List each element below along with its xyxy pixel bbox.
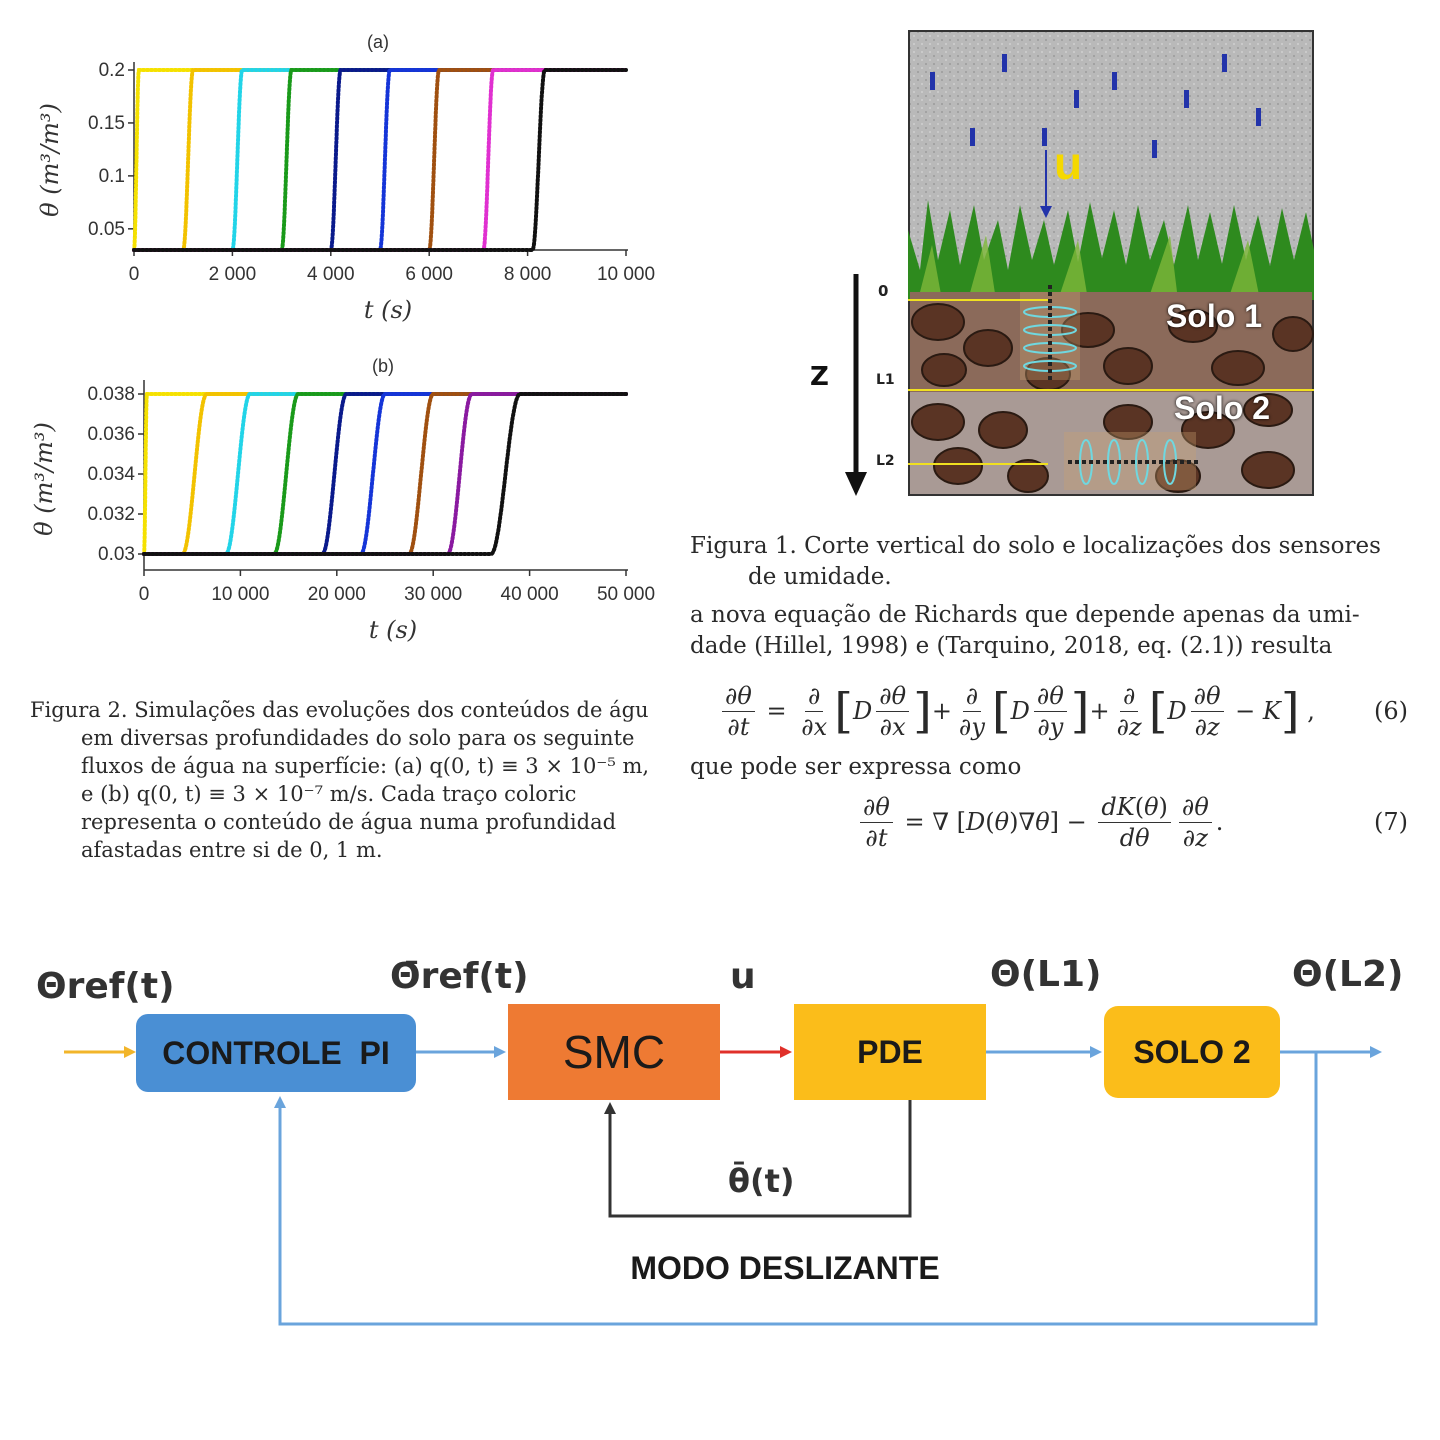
- x-tick-label: 4 000: [307, 264, 355, 285]
- caption-line: Figura 2. Simulações das evoluções dos c…: [30, 698, 649, 722]
- x-tick-label: 30 000: [404, 584, 462, 605]
- depth-arrow: [845, 274, 867, 496]
- y-tick-label: 0.038: [87, 384, 135, 405]
- y-tick-label: 0.2: [99, 60, 125, 81]
- y-tick-label: 0.05: [88, 219, 125, 240]
- y-tick-label: 0.1: [99, 166, 125, 187]
- soil-illustration-graphic: [906, 28, 1316, 498]
- chart-b: 0 10 000 20 000 30 000 40 000 50 000 0.038 0.03…: [30, 380, 655, 644]
- chart-a: 0 2 000 4 000 6 000 8 000 10 000 0.2 0.15 0.1 0.0…: [36, 60, 655, 324]
- x-tick-label: 2 000: [209, 264, 257, 285]
- x-tick-label: 6 000: [405, 264, 453, 285]
- controle-pi-block: CONTROLE PI: [136, 1014, 416, 1092]
- caption-line: de umidade.: [748, 564, 892, 590]
- caption-line: Figura 1. Corte vertical do solo e local…: [690, 533, 1381, 559]
- control-signal-label: u: [730, 956, 756, 997]
- equation-6-number: (6): [1374, 697, 1408, 725]
- solo-2-label: Solo 2: [1174, 390, 1271, 426]
- y-axis-label: θ (m³/m³): [36, 103, 64, 217]
- solo2-block: SOLO 2: [1104, 1006, 1280, 1098]
- rain-label: u: [1054, 137, 1083, 189]
- equation-7-number: (7): [1374, 808, 1408, 836]
- x-axis-label: t (s): [364, 296, 412, 324]
- x-tick-label: 0: [139, 584, 150, 605]
- series-line: [132, 68, 628, 252]
- x-tick-label: 0: [129, 264, 140, 285]
- x-tick-label: 50 000: [597, 584, 655, 605]
- x-axis-label: t (s): [369, 616, 417, 644]
- paragraph-expressa: que pode ser expressa como: [690, 754, 1022, 780]
- caption-line: representa o conteúdo de água numa profu…: [81, 810, 617, 834]
- caption-line: afastadas entre si de 0, 1 m.: [81, 838, 383, 862]
- caption-line: em diversas profundidades do solo para o…: [81, 726, 635, 750]
- reference-signal-label: Θ̄ref(t): [390, 956, 529, 997]
- equation-7: ∂θ∂t = ∇ [D(θ)∇θ] − dK(θ)dθ ∂θ∂z . (7): [856, 784, 1408, 860]
- figure-2-caption: Figura 2. Simulações das evoluções dos c…: [30, 696, 650, 864]
- depth-l2-label: L2: [876, 453, 895, 469]
- x-tick-label: 10 000: [597, 264, 655, 285]
- x-tick-label: 40 000: [501, 584, 559, 605]
- series-line: [142, 392, 628, 556]
- solo-1-label: Solo 1: [1166, 298, 1263, 334]
- caption-line: fluxos de água na superfície: (a) q(0, t…: [81, 754, 650, 778]
- feedback-signal-label: θ̄(t): [728, 1162, 795, 1200]
- y-tick-label: 0.03: [98, 544, 135, 565]
- caption-line: e (b) q(0, t) ≡ 3 × 10⁻⁷ m/s. Cada traço…: [81, 782, 577, 806]
- chart-a-panel-label: (a): [367, 32, 389, 52]
- depth-0-label: 0: [878, 282, 889, 300]
- smc-block: SMC: [508, 1004, 720, 1100]
- depth-axis-label: Z: [810, 362, 829, 392]
- figure-1-caption: Figura 1. Corte vertical do solo e local…: [690, 531, 1420, 593]
- depth-l1-label: L1: [876, 372, 895, 388]
- l2-signal-label: Θ(L2): [1292, 954, 1404, 995]
- y-tick-label: 0.034: [87, 464, 135, 485]
- pde-block: PDE: [794, 1004, 986, 1100]
- l1-signal-label: Θ(L1): [990, 954, 1102, 995]
- x-tick-label: 8 000: [504, 264, 552, 285]
- x-tick-label: 10 000: [211, 584, 269, 605]
- text-line: a nova equação de Richards que depende a…: [690, 602, 1360, 628]
- sliding-mode-label: MODO DESLIZANTE: [630, 1249, 940, 1286]
- x-tick-label: 20 000: [308, 584, 366, 605]
- chart-b-panel-label: (b): [372, 356, 394, 376]
- input-signal-label: Θref(t): [36, 966, 175, 1007]
- paragraph-richards: a nova equação de Richards que depende a…: [690, 600, 1420, 662]
- y-tick-label: 0.032: [87, 504, 135, 525]
- y-axis-label: θ (m³/m³): [30, 422, 58, 536]
- y-tick-label: 0.15: [88, 113, 125, 134]
- y-tick-label: 0.036: [87, 424, 135, 445]
- equation-6: ∂θ∂t = ∂∂x [D∂θ∂x] + ∂∂y [D∂θ∂y] + ∂∂z […: [718, 672, 1408, 750]
- soil-illustration: u Solo 1 Solo 2: [906, 28, 1316, 498]
- text-line: dade (Hillel, 1998) e (Tarquino, 2018, e…: [690, 633, 1333, 659]
